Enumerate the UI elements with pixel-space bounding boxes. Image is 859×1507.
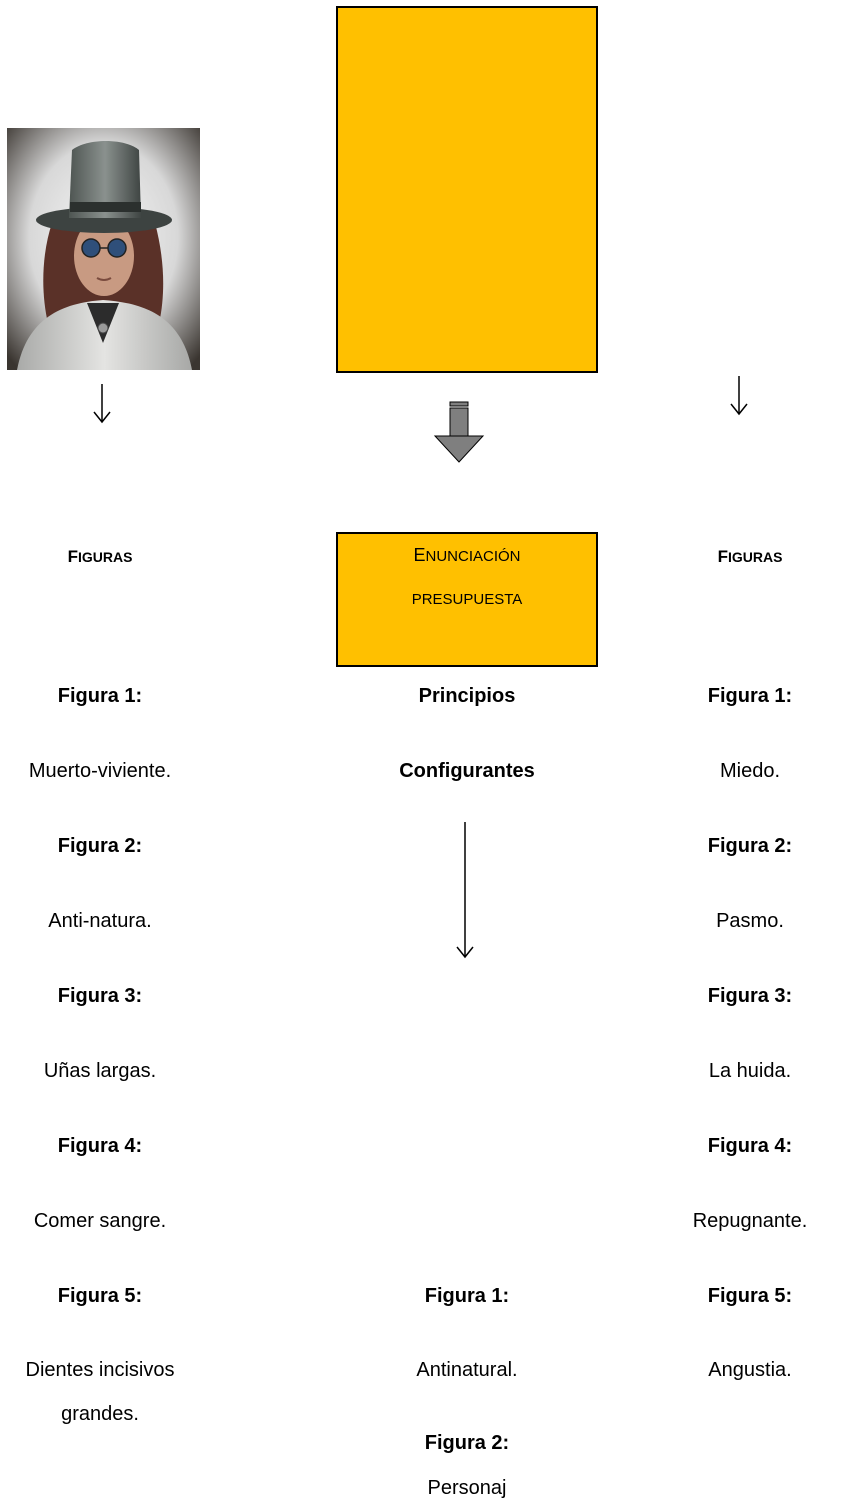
enunciacion-rest: NUNCIACIÓN [425, 548, 521, 565]
right-figura-2-value: Pasmo. [716, 910, 784, 932]
left-figura-5-value-line2: grandes. [61, 1403, 139, 1425]
right-figura-1-value: Miedo. [719, 760, 781, 782]
configurantes-label: Configurantes [399, 760, 535, 782]
top-orange-box [336, 6, 598, 373]
portrait-photo [7, 128, 200, 370]
right-heading: FIGURAS [717, 547, 783, 566]
right-figura-4-value: Repugnante. [692, 1210, 808, 1232]
left-figura-1-label: Figura 1: [57, 685, 143, 707]
left-figura-3-label: Figura 3: [57, 985, 143, 1007]
left-figura-1-value: Muerto-viviente. [28, 760, 172, 782]
enunciacion-box: ENUNCIACIÓN PRESUPUESTA [336, 532, 598, 667]
right-figura-3-value: La huida. [708, 1060, 792, 1082]
down-arrow-left [93, 384, 111, 424]
left-heading: FIGURAS [67, 547, 133, 566]
left-figura-2-label: Figura 2: [57, 835, 143, 857]
right-figura-2-label: Figura 2: [707, 835, 793, 857]
right-figura-4-label: Figura 4: [707, 1135, 793, 1157]
right-figura-1-label: Figura 1: [707, 685, 793, 707]
right-figura-3-label: Figura 3: [707, 985, 793, 1007]
center-figura-2-label: Figura 2: [424, 1432, 510, 1454]
left-figura-4-label: Figura 4: [57, 1135, 143, 1157]
down-arrow-right [730, 376, 748, 416]
right-figura-5-value: Angustia. [708, 1359, 792, 1381]
presupuesta-label: PRESUPUESTA [411, 591, 523, 608]
principios-label: Principios [418, 685, 516, 707]
center-figura-1-value: Antinatural. [416, 1359, 518, 1381]
center-figura-2-value: Personaj [427, 1477, 507, 1499]
left-figura-5-value: Dientes incisivos [25, 1359, 175, 1381]
left-figura-4-value: Comer sangre. [33, 1210, 167, 1232]
left-figura-2-value: Anti-natura. [48, 910, 152, 932]
block-down-arrow [433, 401, 485, 463]
left-figura-3-value: Uñas largas. [43, 1060, 157, 1082]
long-down-arrow [456, 822, 474, 959]
right-figura-5-label: Figura 5: [707, 1285, 793, 1307]
center-figura-1-label: Figura 1: [424, 1285, 510, 1307]
left-figura-5-label: Figura 5: [57, 1285, 143, 1307]
enunciacion-first-letter: E [413, 545, 426, 565]
